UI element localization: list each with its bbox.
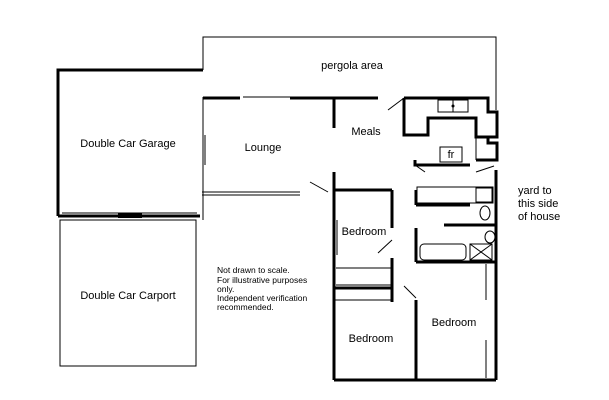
yard-note: yard to this side of house bbox=[518, 185, 560, 223]
wet-areas bbox=[414, 170, 498, 380]
corridor-walls bbox=[332, 172, 394, 380]
disclaimer-line: only. bbox=[217, 284, 234, 294]
toilet-2 bbox=[484, 230, 496, 244]
disclaimer-line: recommended. bbox=[217, 302, 274, 312]
laundry-tub bbox=[475, 187, 493, 203]
kitchen bbox=[387, 96, 499, 173]
toilet-1 bbox=[479, 205, 491, 221]
garage-label: Double Car Garage bbox=[80, 138, 175, 150]
pergola-label: pergola area bbox=[321, 60, 384, 72]
lounge-label: Lounge bbox=[245, 142, 282, 154]
yard-note-line: of house bbox=[518, 211, 560, 223]
carport-label: Double Car Carport bbox=[80, 290, 175, 302]
bathtub bbox=[419, 243, 467, 261]
carport-outline bbox=[59, 219, 197, 367]
garage-door-motor bbox=[118, 213, 142, 218]
meals-label: Meals bbox=[351, 126, 381, 138]
disclaimer-line: Not drawn to scale. bbox=[217, 265, 290, 275]
bedroom-1-walls bbox=[334, 220, 392, 301]
fridge-label: fr bbox=[448, 149, 455, 161]
lounge-walls bbox=[202, 96, 378, 196]
bedroom-3-label: Bedroom bbox=[432, 317, 477, 329]
laundry-bench bbox=[416, 186, 494, 204]
shower bbox=[469, 243, 493, 261]
yard-note-line: this side bbox=[518, 198, 558, 210]
garage-walls bbox=[56, 68, 204, 220]
yard-note-line: yard to bbox=[518, 185, 552, 197]
disclaimer-line: Independent verification bbox=[217, 293, 308, 303]
fridge bbox=[439, 146, 463, 163]
pergola-outline bbox=[202, 36, 497, 110]
bedroom-1-label: Bedroom bbox=[342, 226, 387, 238]
bedroom-2-walls bbox=[334, 285, 496, 382]
disclaimer-line: For illustrative purposes bbox=[217, 275, 307, 285]
disclaimer: Not drawn to scale. For illustrative pur… bbox=[217, 265, 308, 312]
bedroom-2-label: Bedroom bbox=[349, 333, 394, 345]
